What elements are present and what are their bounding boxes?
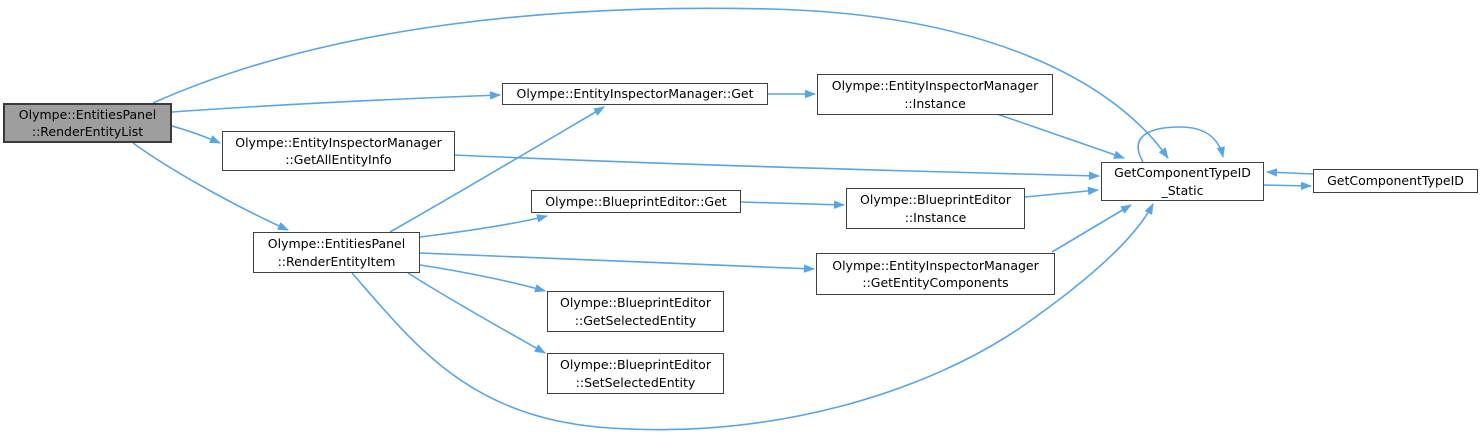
node-label-line: ::GetSelectedEntity — [574, 312, 697, 328]
node-bp-get[interactable]: Olympe::BlueprintEditor::Get — [531, 190, 741, 213]
node-label-line: GetComponentTypeID — [1114, 165, 1251, 180]
node-get-selected-entity[interactable]: Olympe::BlueprintEditor::GetSelectedEnti… — [547, 291, 724, 332]
edge-render-entity-item-to-get-component-type-id-static — [351, 203, 1154, 431]
node-render-entity-list[interactable]: Olympe::EntitiesPanel::RenderEntityList — [3, 103, 172, 143]
node-label-line: Olympe::EntityInspectorManager::Get — [516, 86, 754, 102]
node-label-line: ::RenderEntityList — [31, 124, 144, 139]
node-bp-instance[interactable]: Olympe::BlueprintEditor::Instance — [846, 188, 1025, 229]
edge-get-all-entity-info-to-get-component-type-id-static — [454, 154, 1100, 180]
node-eim-get[interactable]: Olympe::EntityInspectorManager::Get — [502, 83, 768, 105]
node-label-line: Olympe::EntityInspectorManager — [831, 78, 1039, 93]
node-label-line: ::GetAllEntityInfo — [285, 152, 392, 167]
node-get-component-type-id-static[interactable]: GetComponentTypeID _Static — [1101, 162, 1264, 201]
node-eim-instance[interactable]: Olympe::EntityInspectorManager::Instance — [817, 74, 1053, 115]
edge-render-entity-item-to-set-selected-entity — [407, 272, 546, 354]
edge-render-entity-list-to-get-component-type-id-static — [152, 7, 1169, 159]
edge-render-entity-list-to-eim-get — [171, 91, 501, 113]
node-label-line: Olympe::EntitiesPanel — [18, 106, 157, 122]
edges-group — [132, 7, 1314, 431]
node-set-selected-entity[interactable]: Olympe::BlueprintEditor::SetSelectedEnti… — [547, 353, 724, 394]
edge-render-entity-item-to-get-selected-entity — [419, 264, 546, 293]
node-label-line: ::GetEntityComponents — [862, 275, 1009, 290]
edge-get-entity-components-to-get-component-type-id-static — [1051, 204, 1132, 253]
edge-bp-instance-to-get-component-type-id-static — [1024, 186, 1099, 198]
node-label-line: Olympe::EntityInspectorManager — [235, 134, 442, 150]
edge-bp-get-to-bp-instance — [740, 200, 845, 209]
node-label-line: Olympe::BlueprintEditor — [560, 295, 711, 310]
node-render-entity-item[interactable]: Olympe::EntitiesPanel::RenderEntityItem — [253, 232, 420, 273]
node-label-line: ::RenderEntityItem — [277, 253, 396, 269]
edge-render-entity-item-to-eim-get — [389, 106, 605, 233]
node-label-line: ::Instance — [904, 95, 966, 111]
edge-render-entity-item-to-get-entity-components — [419, 252, 815, 273]
edge-render-entity-list-to-render-entity-item — [132, 142, 289, 231]
node-label-line: Olympe::BlueprintEditor — [860, 192, 1011, 207]
node-label-line: ::Instance — [904, 209, 967, 225]
edge-render-entity-item-to-bp-get — [419, 214, 548, 238]
node-get-entity-components[interactable]: Olympe::EntityInspectorManager::GetEntit… — [816, 253, 1055, 295]
edge-get-component-type-id-static-to-get-component-type-id-static — [1137, 126, 1225, 163]
edge-eim-instance-to-get-component-type-id-static — [996, 113, 1125, 159]
node-label-line: Olympe::BlueprintEditor::Get — [545, 193, 727, 209]
edge-get-component-type-id-static-to-get-component-type-id — [1263, 181, 1312, 190]
node-label-line: Olympe::EntityInspectorManager — [832, 257, 1039, 273]
node-get-component-type-id[interactable]: GetComponentTypeID — [1313, 169, 1478, 193]
node-label-line: Olympe::BlueprintEditor — [560, 357, 711, 372]
node-label-line: _Static — [1161, 182, 1204, 198]
node-label-line: ::SetSelectedEntity — [575, 374, 696, 390]
edge-render-entity-list-to-get-all-entity-info — [171, 125, 221, 144]
node-label-line: Olympe::EntitiesPanel — [267, 236, 406, 251]
node-label-line: GetComponentTypeID — [1327, 173, 1464, 189]
edge-get-component-type-id-to-get-component-type-id-static — [1266, 168, 1314, 177]
node-get-all-entity-info[interactable]: Olympe::EntityInspectorManager::GetAllEn… — [222, 131, 455, 171]
